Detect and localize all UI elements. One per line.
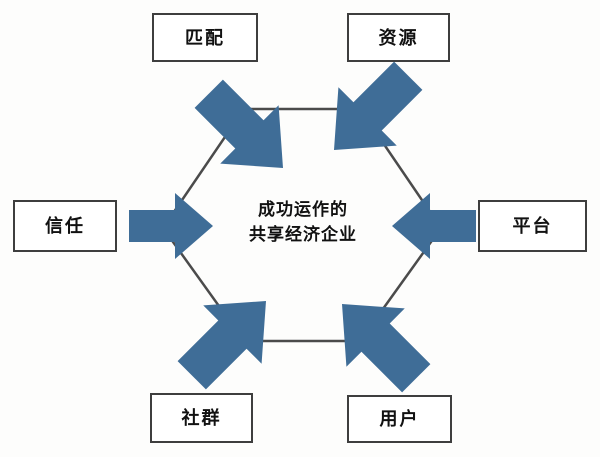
arrow-from-match xyxy=(194,79,283,168)
arrow-from-resources xyxy=(334,61,423,150)
node-label-community: 社群 xyxy=(181,408,222,428)
node-label-platform: 平台 xyxy=(512,216,553,236)
arrow-from-trust xyxy=(129,193,213,259)
node-box-trust: 信任 xyxy=(13,200,117,252)
center-caption-line2: 共享经济企业 xyxy=(249,225,357,244)
arrow-from-community xyxy=(177,301,266,390)
inward-arrows xyxy=(129,61,476,393)
arrow-from-users xyxy=(342,304,431,393)
node-label-users: 用户 xyxy=(379,409,420,429)
node-label-resources: 资源 xyxy=(378,27,419,48)
node-label-trust: 信任 xyxy=(45,216,85,236)
center-caption: 成功运作的 共享经济企业 xyxy=(217,197,389,247)
center-caption-line1: 成功运作的 xyxy=(258,200,348,219)
node-box-platform: 平台 xyxy=(478,200,587,252)
node-box-community: 社群 xyxy=(150,393,253,443)
arrow-from-platform xyxy=(392,193,476,259)
node-box-match: 匹配 xyxy=(152,13,258,62)
node-box-users: 用户 xyxy=(347,395,452,443)
node-box-resources: 资源 xyxy=(347,13,450,62)
node-label-match: 匹配 xyxy=(185,27,225,48)
